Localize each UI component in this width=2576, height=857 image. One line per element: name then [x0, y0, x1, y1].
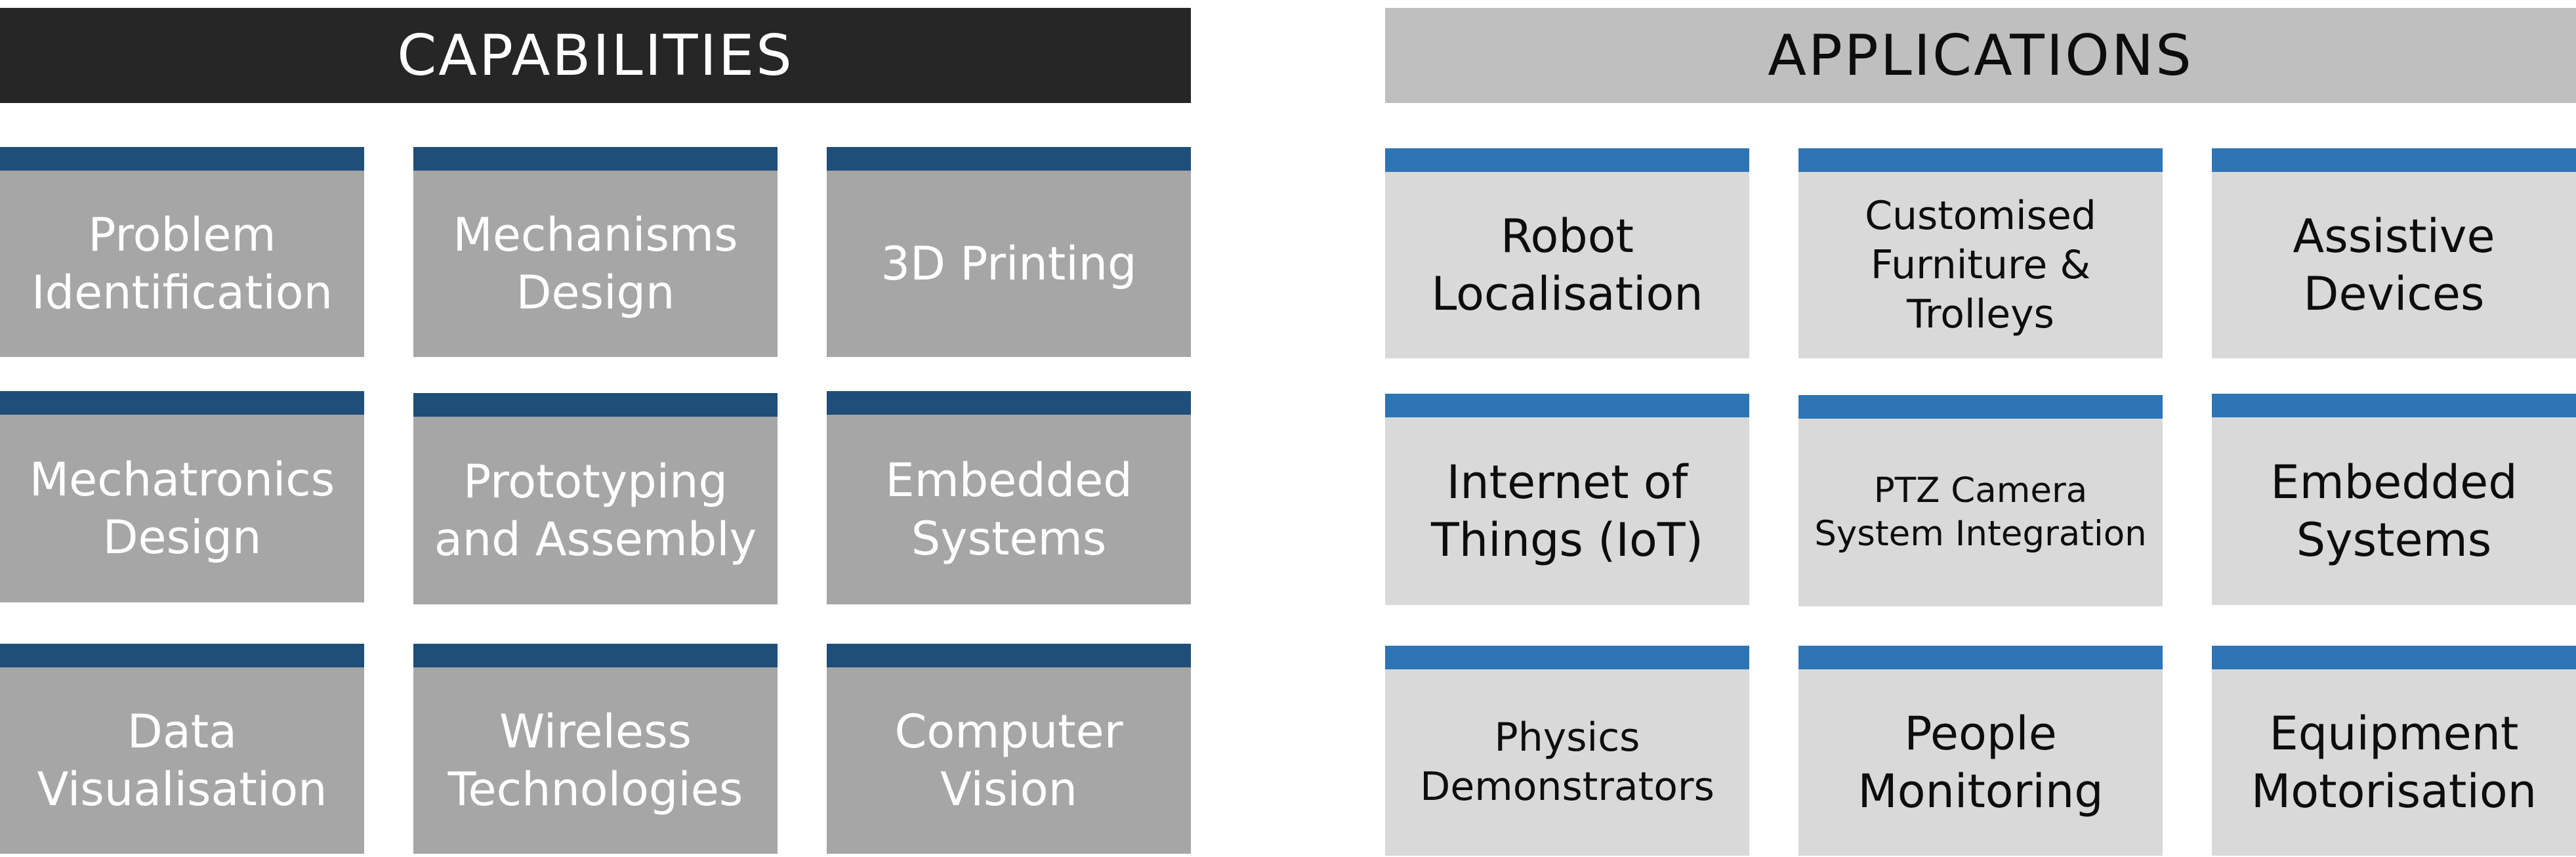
application-tile: Equipment Motorisation [2212, 646, 2576, 856]
tile-accent-bar [1798, 148, 2163, 172]
tile-label: Equipment Motorisation [2251, 706, 2537, 818]
tile-body: Equipment Motorisation [2212, 669, 2576, 856]
tile-label: Robot Localisation [1431, 209, 1703, 321]
tile-label: Mechanisms Design [453, 207, 738, 320]
tile-label: Physics Demonstrators [1420, 715, 1714, 810]
capabilities-header: CAPABILITIES [0, 8, 1191, 103]
tile-label: PTZ Camera System Integration [1814, 470, 2147, 554]
tile-accent-bar [1385, 646, 1749, 669]
tile-body: Mechatronics Design [0, 415, 364, 602]
capability-tile: Problem Identification [0, 147, 364, 357]
tile-accent-bar [0, 147, 364, 171]
tile-accent-bar [413, 393, 778, 417]
tile-body: 3D Printing [827, 171, 1191, 357]
tile-accent-bar [413, 147, 778, 171]
tile-body: Embedded Systems [827, 415, 1191, 604]
application-tile: Assistive Devices [2212, 148, 2576, 358]
tile-label: Embedded Systems [2270, 455, 2518, 567]
capability-tile: Wireless Technologies [413, 644, 778, 854]
tile-body: Embedded Systems [2212, 417, 2576, 605]
tile-label: Problem Identification [31, 207, 333, 320]
tile-body: Assistive Devices [2212, 172, 2576, 358]
tile-accent-bar [1385, 394, 1749, 417]
tile-label: Embedded Systems [885, 453, 1132, 566]
application-tile: Embedded Systems [2212, 394, 2576, 605]
tile-label: Internet of Things (IoT) [1431, 455, 1703, 567]
tile-label: People Monitoring [1858, 706, 2104, 818]
capability-tile: 3D Printing [827, 147, 1191, 357]
tile-accent-bar [2212, 148, 2576, 172]
applications-header: APPLICATIONS [1385, 8, 2576, 103]
capability-tile: Embedded Systems [827, 391, 1191, 604]
tile-accent-bar [827, 391, 1191, 415]
tile-accent-bar [827, 147, 1191, 171]
tile-body: Wireless Technologies [413, 667, 778, 854]
capability-tile: Mechanisms Design [413, 147, 778, 357]
application-tile: Robot Localisation [1385, 148, 1749, 358]
tile-accent-bar [2212, 394, 2576, 417]
capabilities-panel: CAPABILITIES Problem Identification Mech… [0, 0, 1191, 857]
tile-label: Computer Vision [894, 704, 1123, 816]
tile-accent-bar [2212, 646, 2576, 669]
tile-label: Assistive Devices [2293, 209, 2495, 321]
tile-label: 3D Printing [881, 236, 1137, 291]
tile-body: PTZ Camera System Integration [1798, 419, 2163, 606]
application-tile: PTZ Camera System Integration [1798, 395, 2163, 606]
tile-accent-bar [413, 644, 778, 667]
tile-body: Customised Furniture & Trolleys [1798, 172, 2163, 358]
tile-label: Customised Furniture & Trolleys [1865, 192, 2096, 337]
tile-body: Computer Vision [827, 667, 1191, 854]
tile-accent-bar [1798, 395, 2163, 419]
tile-label: Data Visualisation [37, 704, 327, 816]
tile-accent-bar [0, 391, 364, 415]
tile-body: Physics Demonstrators [1385, 669, 1749, 856]
tile-label: Prototyping and Assembly [434, 454, 757, 566]
capability-tile: Computer Vision [827, 644, 1191, 854]
tile-body: Prototyping and Assembly [413, 417, 778, 604]
tile-body: Mechanisms Design [413, 171, 778, 357]
capability-tile: Prototyping and Assembly [413, 393, 778, 604]
capability-tile: Mechatronics Design [0, 391, 364, 602]
tile-body: Robot Localisation [1385, 172, 1749, 358]
tile-body: Problem Identification [0, 171, 364, 357]
tile-body: Internet of Things (IoT) [1385, 417, 1749, 605]
applications-panel: APPLICATIONS Robot Localisation Customis… [1385, 0, 2576, 857]
tile-accent-bar [0, 644, 364, 667]
tile-accent-bar [1798, 646, 2163, 669]
tile-body: Data Visualisation [0, 667, 364, 854]
application-tile: Internet of Things (IoT) [1385, 394, 1749, 605]
application-tile: People Monitoring [1798, 646, 2163, 856]
capability-tile: Data Visualisation [0, 644, 364, 854]
tile-accent-bar [827, 644, 1191, 667]
application-tile: Customised Furniture & Trolleys [1798, 148, 2163, 358]
application-tile: Physics Demonstrators [1385, 646, 1749, 856]
tile-accent-bar [1385, 148, 1749, 172]
tile-label: Mechatronics Design [29, 452, 335, 564]
tile-label: Wireless Technologies [447, 704, 743, 816]
tile-body: People Monitoring [1798, 669, 2163, 856]
